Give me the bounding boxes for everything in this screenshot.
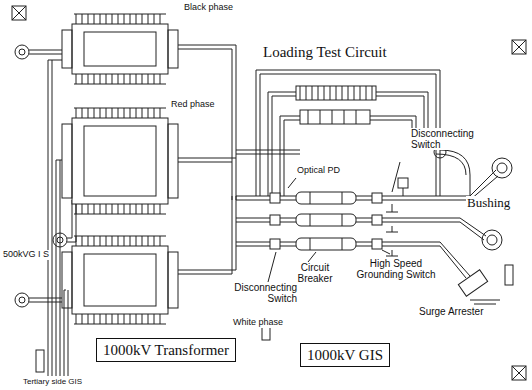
tank-flange	[168, 30, 178, 68]
box-title: 1000kV Transformer	[103, 342, 229, 358]
radiator-header	[74, 108, 166, 214]
title-box: 1000kV Transformer	[96, 338, 236, 362]
part-label: Black phase	[183, 3, 234, 13]
part-label: Red phase	[170, 100, 216, 110]
radiator-fin	[76, 108, 160, 214]
part-label: White phase	[232, 318, 284, 328]
box-title: 1000kV GIS	[307, 347, 383, 363]
radiator-fin	[76, 14, 160, 84]
radiator-header	[74, 236, 166, 324]
tank-body	[72, 246, 168, 314]
tank-flange	[62, 252, 72, 308]
part-label: Circuit Breaker	[292, 262, 338, 284]
title-box: 1000kV GIS	[300, 343, 390, 367]
tank-flange	[168, 124, 178, 198]
part-label: Bushing	[466, 196, 511, 210]
part-label: Tertiary side GIS	[22, 378, 83, 387]
part-label: Disconnecting Switch	[230, 282, 298, 304]
disconnecting-switch	[270, 178, 408, 249]
tank-flange	[62, 30, 72, 68]
tank-flange	[168, 252, 178, 308]
part-label: High Speed Grounding Switch	[350, 258, 442, 280]
core-window	[84, 126, 156, 196]
radiator-header	[74, 14, 166, 84]
part-label: Disconnecting Switch	[410, 128, 476, 150]
part-label: 500kVG I S	[2, 250, 50, 260]
grounding-switch	[386, 204, 398, 256]
marker-box	[12, 6, 526, 380]
tertiary-pipe	[48, 60, 68, 376]
transformer-tank	[62, 14, 178, 324]
surge-arrester	[440, 242, 500, 304]
tank-flange	[62, 124, 72, 198]
bushing	[460, 158, 512, 250]
part-label: Surge Arrester	[418, 306, 484, 317]
part-label: Loading Test Circuit	[262, 44, 388, 61]
circuit-breaker	[296, 192, 356, 250]
radiator-fin	[76, 236, 160, 324]
tank-body	[72, 24, 168, 74]
core-window	[84, 254, 156, 306]
bus-pipe	[178, 45, 470, 274]
tank-body	[72, 118, 168, 204]
core-window	[84, 32, 156, 66]
part-label: Optical PD	[296, 166, 341, 176]
gis-inlet	[15, 45, 76, 307]
